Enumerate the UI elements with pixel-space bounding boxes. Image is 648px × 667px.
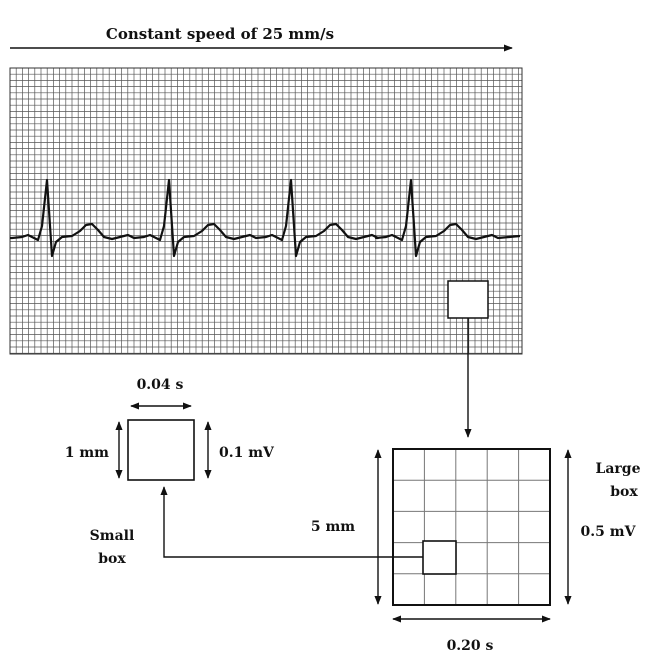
connector-to-small-box [160,486,423,558]
strip-large-box-highlight [447,280,489,319]
large-voltage-label: 0.5 mV [581,524,637,540]
small-width-label: 0.04 s [137,377,184,393]
large-box-small-highlight [422,540,457,575]
large-box-caption-line2: box [610,484,638,500]
ecg-waveform-trace [10,178,521,258]
small-box-caption-line2: box [98,551,126,567]
small-height-label: 1 mm [65,445,109,461]
large-height-label: 5 mm [311,519,355,535]
large-box-detail [392,448,551,606]
ecg-grid-paper [9,67,523,355]
small-box-caption-line1: Small [90,528,135,544]
small-box [127,419,195,481]
speed-label: Constant speed of 25 mm/s [106,25,334,43]
large-box-caption-line1: Large [596,461,641,477]
small-voltage-label: 0.1 mV [219,445,275,461]
large-width-label: 0.20 s [447,638,494,654]
